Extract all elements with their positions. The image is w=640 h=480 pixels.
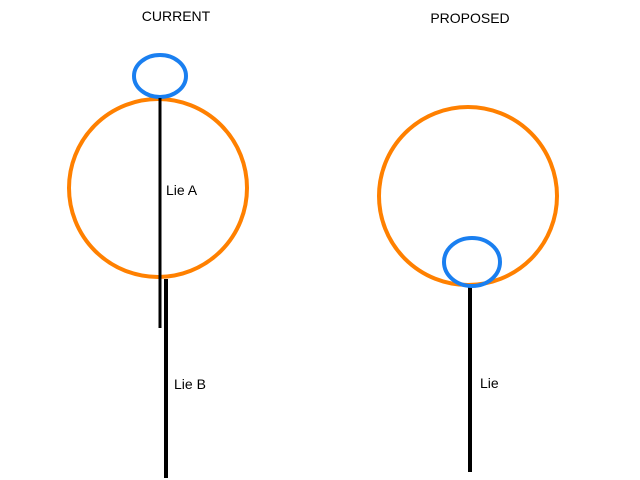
current-blue-ellipse: [132, 53, 188, 99]
label-lie-b: Lie B: [174, 376, 206, 392]
current-orange-circle: [67, 97, 249, 279]
proposed-title: PROPOSED: [430, 10, 509, 26]
current-title: CURRENT: [142, 8, 211, 24]
proposed-orange-circle: [377, 105, 559, 287]
label-lie: Lie: [480, 375, 499, 391]
label-lie-a: Lie A: [166, 182, 198, 198]
proposed-blue-ellipse: [442, 236, 502, 288]
